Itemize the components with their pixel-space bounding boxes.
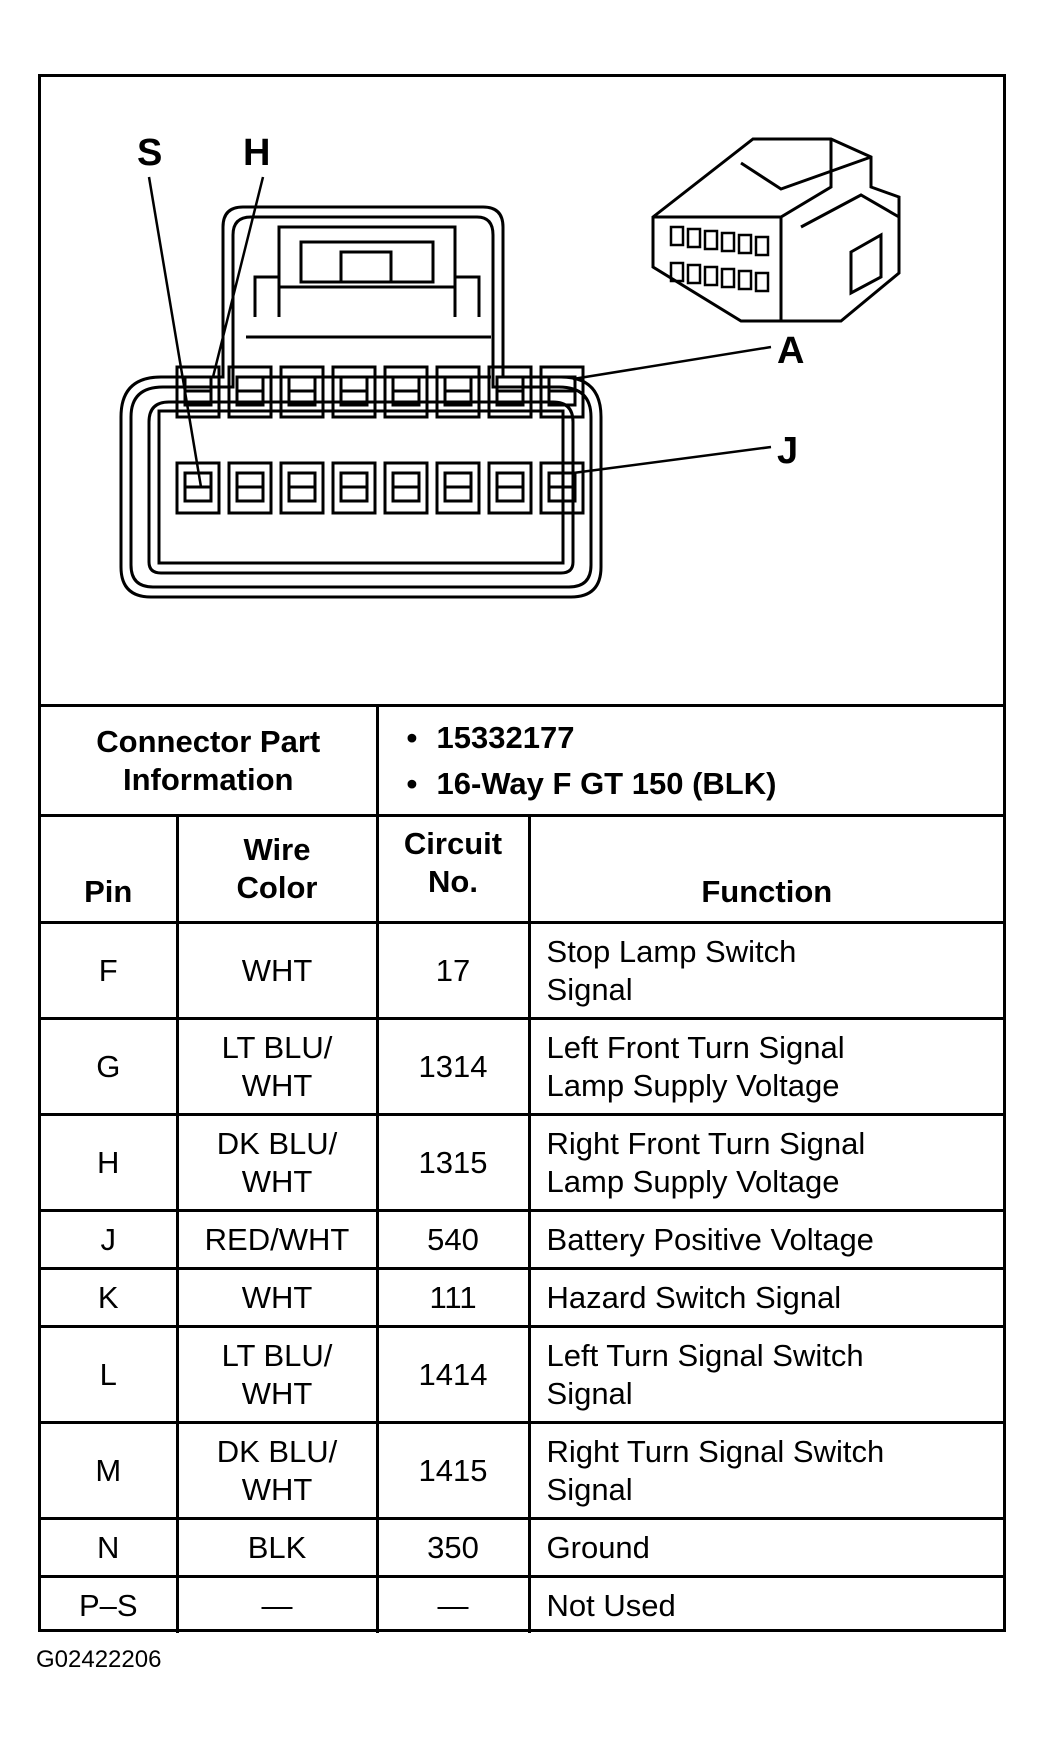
connector-info-heading: Connector Part Information bbox=[41, 704, 379, 817]
connector-figure: S H A J Connector Part Information 15332… bbox=[38, 74, 1006, 1633]
mini-terminal-cavity bbox=[754, 271, 770, 293]
connector-face-diagram: S H A J bbox=[41, 77, 1003, 704]
pin-cell: H bbox=[41, 1113, 179, 1212]
callout-label-j: J bbox=[777, 430, 798, 472]
table-header-row: Pin Wire Color Circuit No. Function bbox=[41, 814, 1004, 924]
mini-terminal-cavity bbox=[720, 267, 736, 289]
connector-isometric-view bbox=[651, 137, 901, 323]
wire-color-cell: WHT bbox=[175, 921, 379, 1020]
terminal-cavity bbox=[175, 365, 221, 419]
mini-terminal-cavity bbox=[720, 231, 736, 253]
header-wire-color: Wire Color bbox=[175, 814, 379, 924]
circuit-cell: 1414 bbox=[375, 1325, 531, 1424]
terminal-cavity bbox=[539, 461, 585, 515]
circuit-cell: 17 bbox=[375, 921, 531, 1020]
wire-color-cell: BLK bbox=[175, 1517, 379, 1578]
terminal-cavity bbox=[435, 461, 481, 515]
part-number: 15332177 bbox=[407, 715, 992, 761]
mini-terminal-cavity bbox=[669, 261, 685, 283]
terminal-cavity bbox=[279, 461, 325, 515]
terminal-cavity bbox=[331, 461, 377, 515]
pin-cell: N bbox=[41, 1517, 179, 1578]
callout-label-h: H bbox=[243, 132, 270, 174]
terminal-cavity bbox=[331, 365, 377, 419]
pin-cell: J bbox=[41, 1209, 179, 1270]
pin-cell: M bbox=[41, 1421, 179, 1520]
header-pin: Pin bbox=[41, 814, 179, 924]
pin-cell: G bbox=[41, 1017, 179, 1116]
wire-color-cell: DK BLU/WHT bbox=[175, 1113, 379, 1212]
callout-line-h bbox=[211, 176, 265, 378]
function-cell: Hazard Switch Signal bbox=[527, 1267, 1004, 1328]
callout-line-s bbox=[147, 176, 203, 488]
terminal-cavity bbox=[487, 461, 533, 515]
header-function: Function bbox=[527, 814, 1004, 924]
header-circuit-no: Circuit No. bbox=[375, 814, 531, 924]
terminal-cavity bbox=[383, 365, 429, 419]
wire-color-cell: — bbox=[175, 1575, 379, 1633]
mini-terminal-cavity bbox=[686, 263, 702, 285]
terminal-cavity bbox=[279, 365, 325, 419]
pin-cell: P–S bbox=[41, 1575, 179, 1633]
circuit-cell: — bbox=[375, 1575, 531, 1633]
callout-label-a: A bbox=[777, 330, 804, 372]
terminal-cavity bbox=[383, 461, 429, 515]
mini-terminal-cavity bbox=[703, 229, 719, 251]
mini-terminal-cavity bbox=[686, 227, 702, 249]
table-row: P–S——Not Used bbox=[41, 1575, 1004, 1633]
connector-description: 16-Way F GT 150 (BLK) bbox=[407, 761, 992, 807]
terminal-cavity bbox=[435, 365, 481, 419]
callout-line-a bbox=[572, 345, 772, 381]
wire-color-cell: WHT bbox=[175, 1267, 379, 1328]
pinout-table: Connector Part Information 15332177 16-W… bbox=[41, 704, 1004, 1633]
circuit-cell: 350 bbox=[375, 1517, 531, 1578]
callout-label-s: S bbox=[137, 132, 162, 174]
wire-color-cell: RED/WHT bbox=[175, 1209, 379, 1270]
function-cell: Ground bbox=[527, 1517, 1004, 1578]
pin-cell: F bbox=[41, 921, 179, 1020]
wire-color-cell: LT BLU/WHT bbox=[175, 1325, 379, 1424]
mini-terminal-cavity bbox=[669, 225, 685, 247]
terminal-cavity bbox=[227, 461, 273, 515]
pin-cell: L bbox=[41, 1325, 179, 1424]
callout-line-j bbox=[572, 445, 772, 475]
pin-cell: K bbox=[41, 1267, 179, 1328]
function-cell: Battery Positive Voltage bbox=[527, 1209, 1004, 1270]
connector-info-values: 15332177 16-Way F GT 150 (BLK) bbox=[375, 704, 1004, 817]
terminal-cavity bbox=[227, 365, 273, 419]
terminal-cavity bbox=[539, 365, 585, 419]
mini-terminal-cavity bbox=[737, 269, 753, 291]
circuit-cell: 111 bbox=[375, 1267, 531, 1328]
circuit-cell: 1415 bbox=[375, 1421, 531, 1520]
terminal-cavity bbox=[487, 365, 533, 419]
function-cell: Not Used bbox=[527, 1575, 1004, 1633]
connector-drawing: S H A J bbox=[119, 132, 901, 599]
connector-info-row: Connector Part Information 15332177 16-W… bbox=[41, 704, 1004, 817]
circuit-cell: 1314 bbox=[375, 1017, 531, 1116]
figure-id: G02422206 bbox=[36, 1646, 162, 1673]
circuit-cell: 1315 bbox=[375, 1113, 531, 1212]
mini-terminal-cavity bbox=[754, 235, 770, 257]
mini-terminal-cavity bbox=[703, 265, 719, 287]
circuit-cell: 540 bbox=[375, 1209, 531, 1270]
wire-color-cell: DK BLU/WHT bbox=[175, 1421, 379, 1520]
mini-terminal-cavity bbox=[737, 233, 753, 255]
wire-color-cell: LT BLU/WHT bbox=[175, 1017, 379, 1116]
